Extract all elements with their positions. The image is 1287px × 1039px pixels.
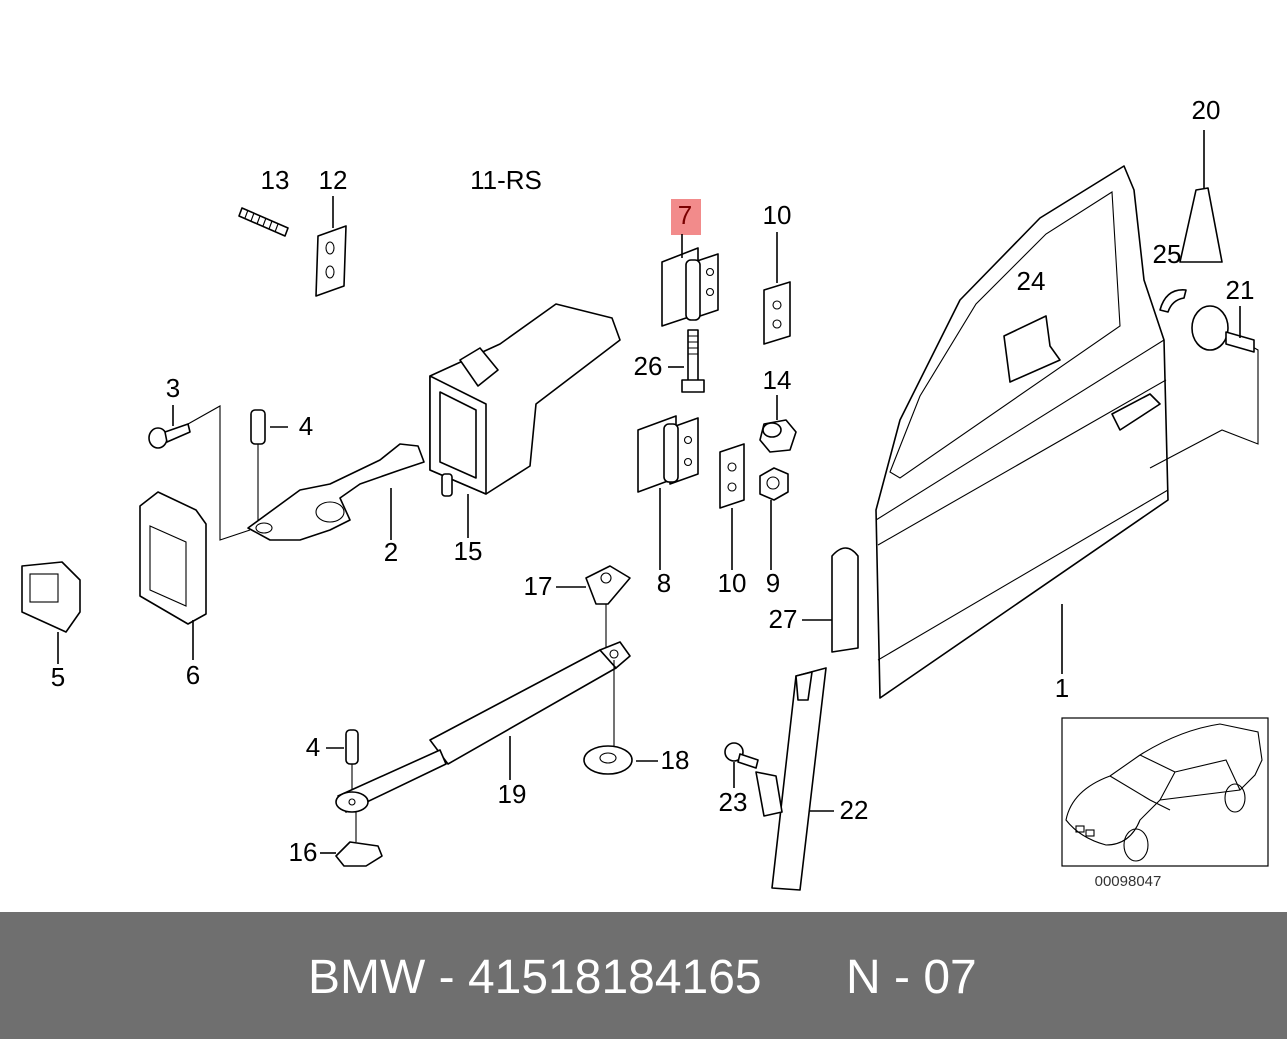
part-22-trim (755, 667, 834, 891)
callout-18[interactable]: 18 (661, 745, 690, 775)
callout-9[interactable]: 9 (766, 568, 780, 598)
callout-27[interactable]: 27 (769, 604, 798, 634)
part-10-plate (763, 232, 791, 345)
callout-1[interactable]: 1 (1055, 673, 1069, 703)
part-10-plate-lower (719, 443, 745, 570)
part-21-plug (1191, 305, 1255, 353)
part-2-check-strap (247, 443, 425, 541)
callout-26[interactable]: 26 (634, 351, 663, 381)
part-20-wedge (1179, 130, 1223, 263)
part-16-cap (320, 812, 383, 867)
part-23-screw (724, 742, 759, 788)
callout-10[interactable]: 10 (763, 200, 792, 230)
callout-24[interactable]: 24 (1017, 266, 1046, 296)
callout-13[interactable]: 13 (261, 165, 290, 195)
callout-14[interactable]: 14 (763, 365, 792, 395)
callout-25[interactable]: 25 (1153, 239, 1182, 269)
part-1-door (875, 165, 1259, 699)
part-12-plate (315, 196, 347, 297)
part-17-clip (556, 565, 631, 648)
part-4-pin-lower (326, 729, 359, 790)
part-8-hinge (637, 415, 699, 570)
part-15-housing (429, 303, 621, 538)
callout-2[interactable]: 2 (384, 537, 398, 567)
vehicle-thumbnail (1061, 717, 1269, 867)
callout-4-lower[interactable]: 4 (306, 732, 320, 762)
callout-11[interactable]: 11-RS (470, 165, 542, 195)
callout-4[interactable]: 4 (299, 411, 313, 441)
part-5-grommet (21, 561, 81, 664)
callout-10-lower[interactable]: 10 (718, 568, 747, 598)
callout-22[interactable]: 22 (840, 795, 869, 825)
part-9-nut (759, 467, 789, 570)
callout-15[interactable]: 15 (454, 536, 483, 566)
callout-16[interactable]: 16 (289, 837, 318, 867)
part-19-gas-strut (335, 641, 631, 813)
position-label: N - 07 (846, 951, 977, 1004)
callout-5[interactable]: 5 (51, 662, 65, 692)
part-27-seal (802, 547, 859, 653)
callout-20[interactable]: 20 (1192, 95, 1221, 125)
part-4-pin (250, 409, 288, 520)
part-7-hinge (661, 234, 719, 327)
callout-21[interactable]: 21 (1226, 275, 1255, 305)
callout-17[interactable]: 17 (524, 571, 553, 601)
callout-8[interactable]: 8 (657, 568, 671, 598)
part-26-bolt (668, 329, 705, 393)
callout-12[interactable]: 12 (319, 165, 348, 195)
part-25-clip (1159, 289, 1187, 313)
callout-23[interactable]: 23 (719, 787, 748, 817)
footer-bar: BMW - 41518184165 N - 07 (0, 912, 1287, 1039)
part-number-label: BMW - 41518184165 (308, 951, 762, 1004)
part-13-stud (238, 207, 289, 237)
callout-3[interactable]: 3 (166, 373, 180, 403)
callout-highlight (671, 199, 701, 235)
part-6-cover (139, 491, 207, 660)
part-14-bushing (759, 395, 797, 453)
reference-number: 00098047 (1095, 873, 1162, 890)
callout-6[interactable]: 6 (186, 660, 200, 690)
part-3-screw (148, 405, 251, 541)
parts-diagram: 13 12 11-RS 7 10 20 25 24 21 26 14 3 4 2… (21, 95, 1269, 891)
callout-7[interactable]: 7 (678, 200, 692, 230)
part-18-washer (583, 745, 658, 775)
callout-19[interactable]: 19 (498, 779, 527, 809)
